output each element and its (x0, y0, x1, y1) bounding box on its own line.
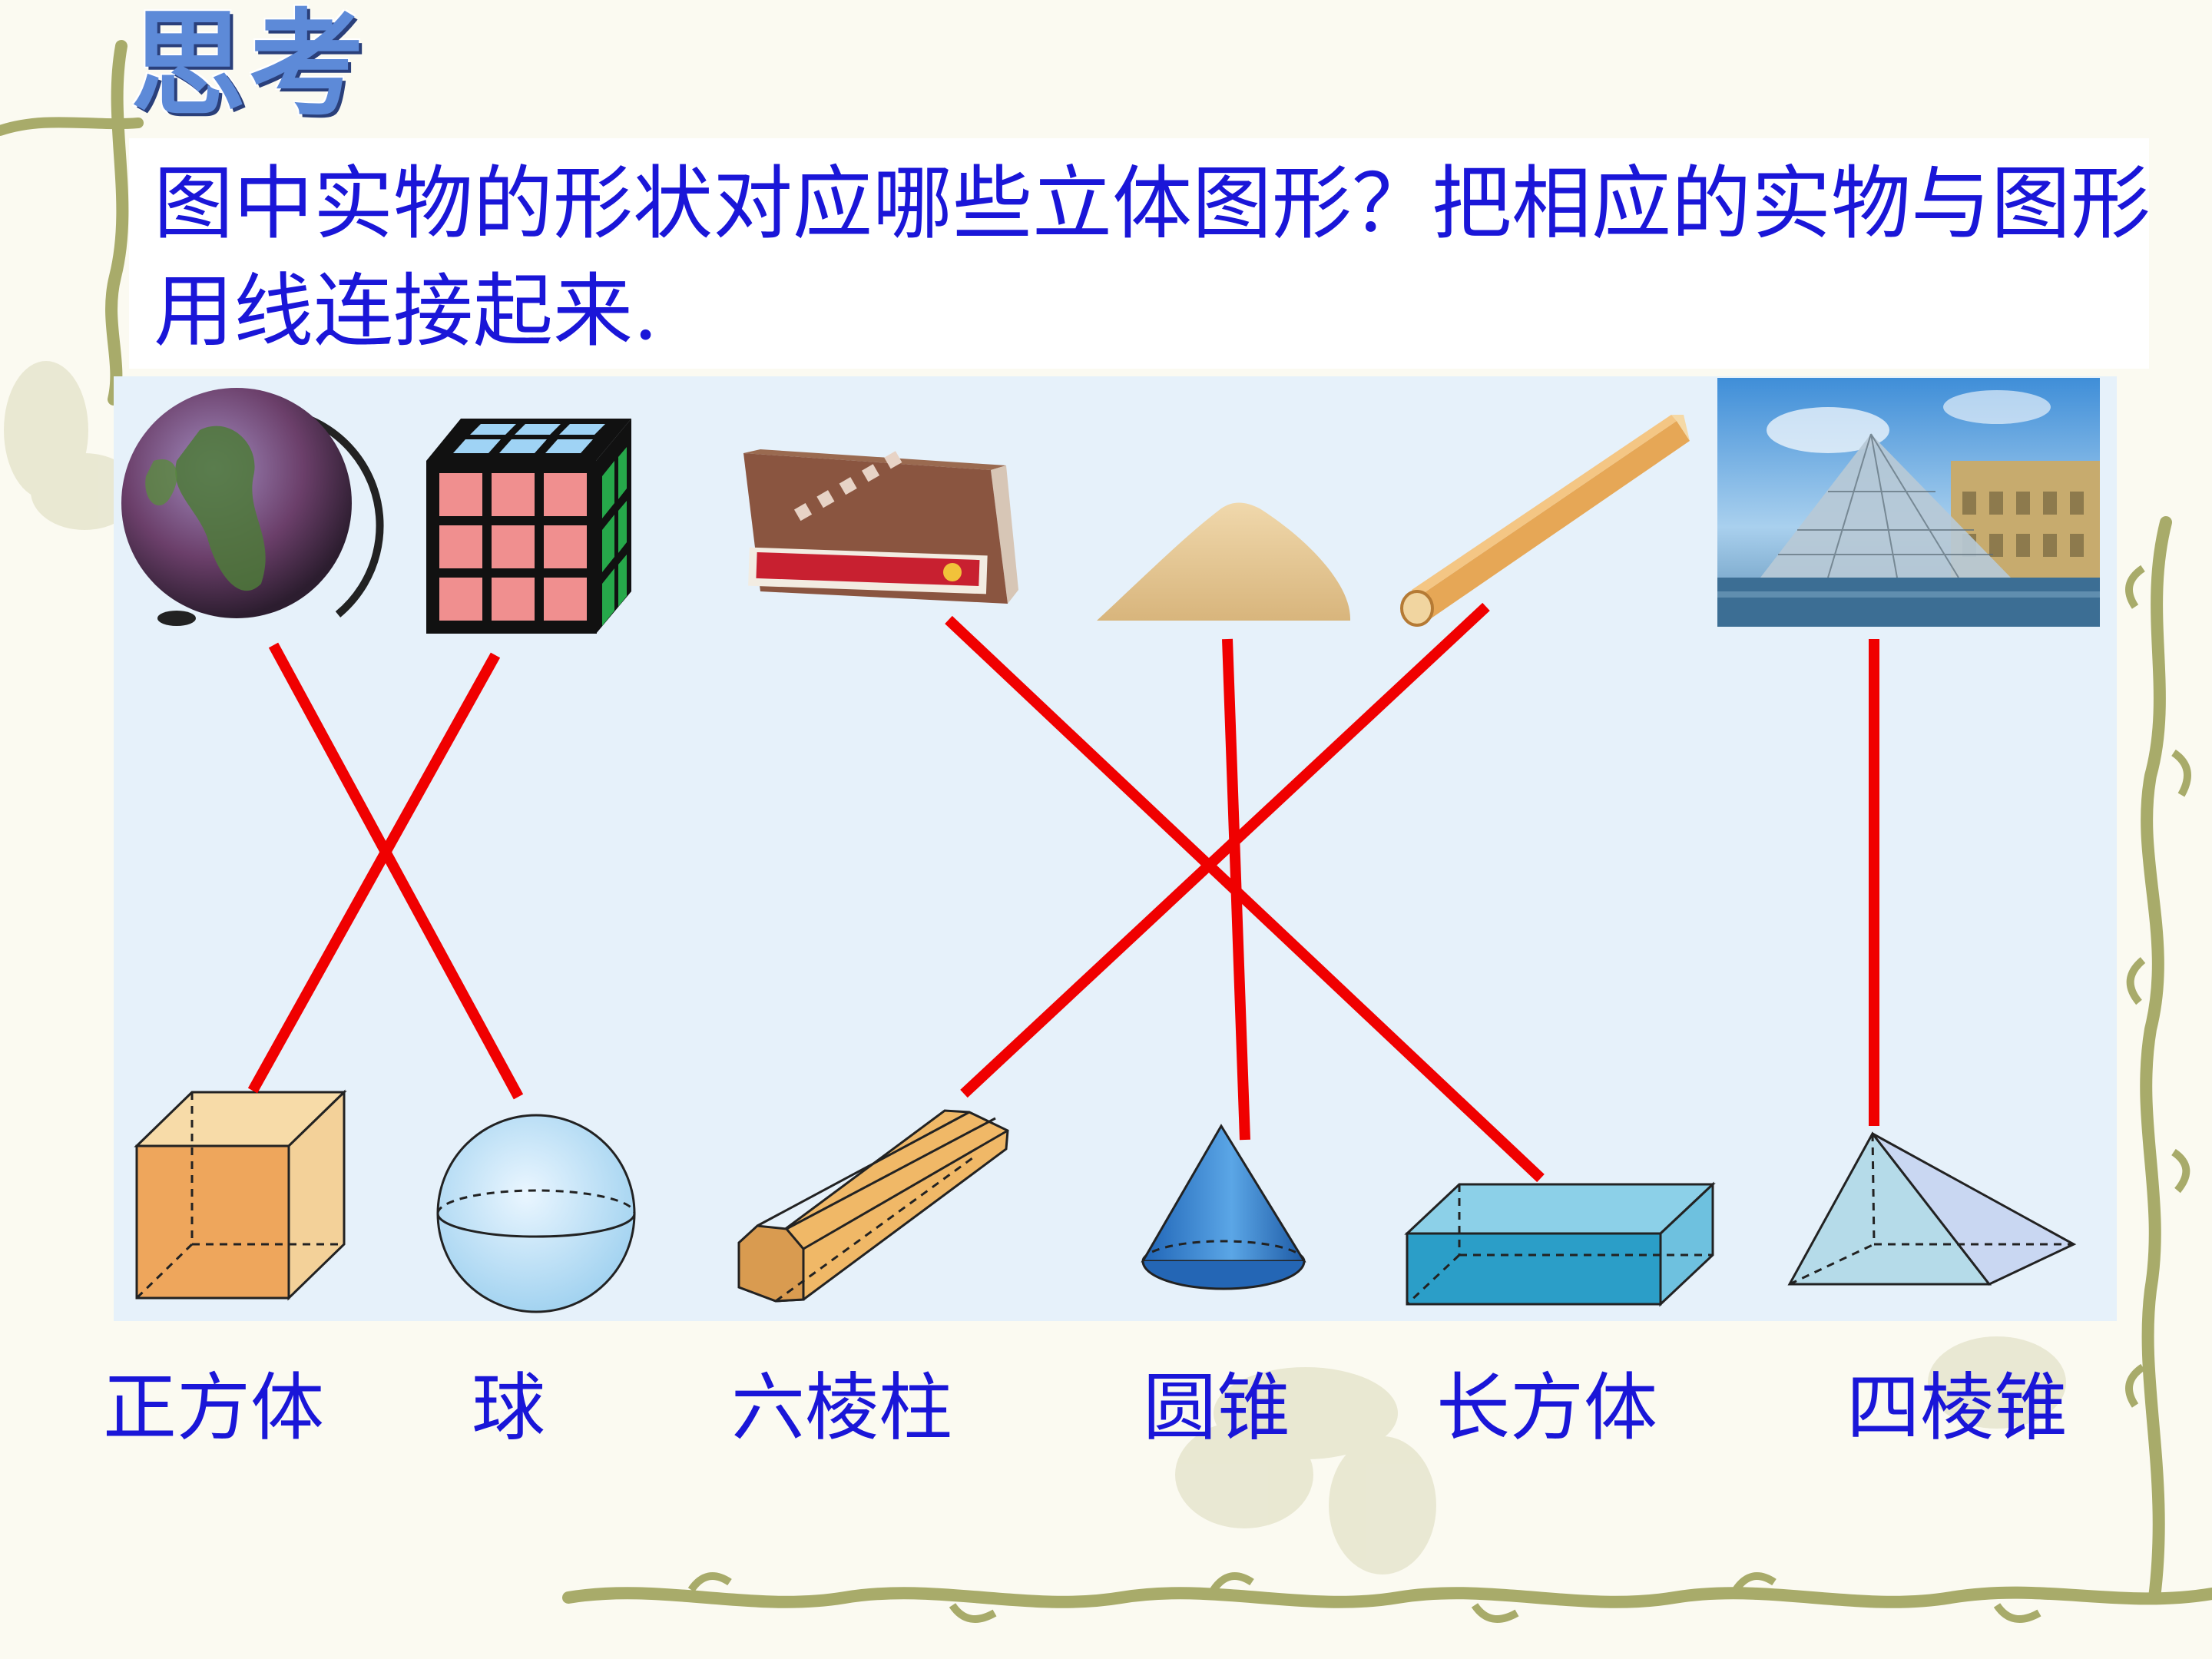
sand-pile-icon (1097, 502, 1351, 621)
rubiks-cube-icon (426, 419, 631, 634)
label-square-pyramid: 四棱锥 (1846, 1365, 2068, 1451)
cone-icon (1141, 1124, 1306, 1290)
pencil-icon (1400, 415, 1690, 627)
label-cube: 正方体 (103, 1365, 324, 1451)
connector-line-rubiks-cube (247, 652, 501, 1094)
question-box (129, 138, 2149, 369)
connector-lines (247, 602, 1879, 1183)
square-pyramid-icon (1787, 1131, 2077, 1286)
connector-line-sand-pile (1222, 638, 1250, 1141)
connector-line-pencil (960, 602, 1490, 1098)
label-hexagonal-prism: 六棱柱 (731, 1365, 952, 1451)
slide-title: 思考 (131, 0, 368, 132)
label-sphere: 球 (472, 1365, 545, 1451)
globe-icon (121, 388, 384, 626)
box-icon: ▪ ▪ ▪ ▪ ▪ (743, 441, 1018, 604)
label-cone: 圆锥 (1143, 1365, 1290, 1451)
cube-icon (134, 1089, 347, 1301)
hexagonal-prism-icon (737, 1109, 1009, 1303)
glass-pyramid-icon (1717, 378, 2100, 627)
cuboid-icon (1404, 1181, 1716, 1307)
label-cuboid: 长方体 (1436, 1365, 1657, 1451)
connector-line-box (945, 615, 1545, 1183)
connector-line-globe (268, 642, 524, 1100)
question-text: 图中实物的形状对应哪些立体图形？把相应的实物与图形用线连接起来. (154, 157, 2151, 358)
sphere-icon (436, 1114, 636, 1313)
